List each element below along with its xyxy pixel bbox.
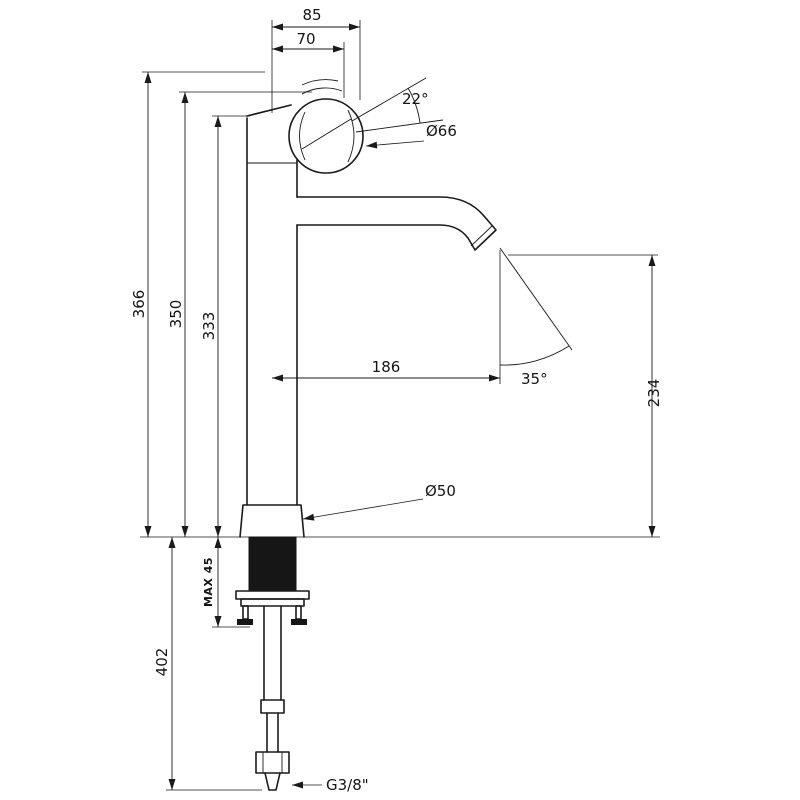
mounting-hardware (235, 536, 310, 625)
dim-angle-35-label: 35° (521, 370, 548, 388)
dim-402-label: 402 (153, 648, 171, 677)
dimension-labels: 85 70 22° Ø66 366 350 333 186 35° 234 Ø5… (130, 6, 663, 794)
angle-35-lines (499, 247, 573, 366)
angle-22-lines (351, 77, 444, 133)
leader-lines (292, 140, 425, 789)
extension-lines (142, 20, 658, 791)
dim-234-label: 234 (645, 379, 663, 408)
dim-350-label: 350 (167, 300, 185, 329)
dimension-lines (144, 23, 656, 790)
faucet-handle (288, 79, 364, 174)
dim-dia-50-label: Ø50 (425, 482, 456, 500)
dim-333-label: 333 (200, 312, 218, 341)
dim-70-label: 70 (296, 30, 315, 48)
faucet-spout (296, 196, 497, 251)
dim-dia-66-label: Ø66 (426, 122, 457, 140)
dim-angle-22-label: 22° (402, 90, 429, 108)
dim-186-label: 186 (372, 358, 401, 376)
faucet-outline (140, 79, 660, 791)
supply-connector (255, 605, 290, 791)
base-flange (239, 504, 305, 538)
faucet-body (246, 104, 298, 506)
dim-max45-label: MAX 45 (202, 557, 215, 607)
dim-366-label: 366 (130, 290, 148, 319)
thread-g38-label: G3/8" (326, 776, 369, 794)
dim-85-label: 85 (302, 6, 321, 24)
